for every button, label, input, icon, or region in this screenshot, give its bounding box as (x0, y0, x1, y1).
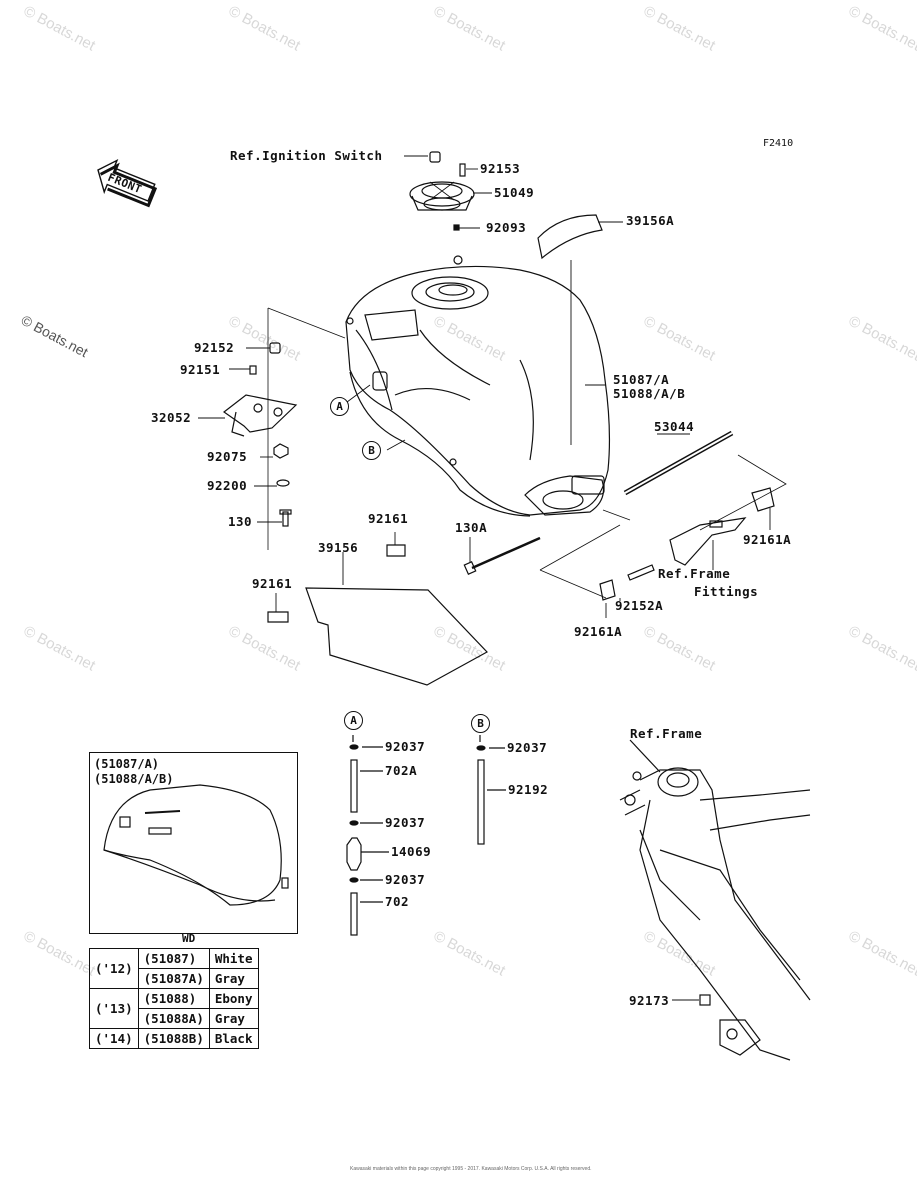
callout-51049: 51049 (494, 185, 535, 200)
callout-92093: 92093 (486, 220, 527, 235)
color-cell: White (208, 948, 259, 969)
marker-b-hose: B (471, 714, 490, 733)
callout-92161-top: 92161 (368, 511, 409, 526)
hose-a-92037-2: 92037 (385, 815, 426, 830)
inset-tank (103, 784, 289, 906)
hose-b-92037: 92037 (507, 740, 548, 755)
callout-92151: 92151 (180, 362, 221, 377)
bracket-assembly (222, 342, 298, 527)
frame-drawing (619, 739, 811, 1061)
callout-39156: 39156 (318, 540, 359, 555)
hose-a-parts (346, 735, 389, 936)
color-cell: Ebony (208, 988, 259, 1009)
tank-variant-inset: (51087/A) (51088/A/B) (89, 752, 298, 934)
hose-a-92037-1: 92037 (385, 739, 426, 754)
callout-51087a: 51087/A (613, 372, 670, 387)
callout-ref-frame-fittings: Ref.Frame (658, 566, 731, 581)
callout-92161a-bottom: 92161A (574, 624, 623, 639)
callout-51088ab: 51088/A/B (613, 386, 686, 401)
inset-line-2: (51088/A/B) (94, 772, 174, 786)
callout-ignition-switch: Ref.Ignition Switch (230, 148, 383, 163)
callout-92161-left: 92161 (252, 576, 293, 591)
hose-a-702: 702 (385, 894, 410, 909)
hose-a-702a: 702A (385, 763, 418, 778)
fuel-cap (409, 151, 475, 231)
callout-ref-frame-fittings-2: Fittings (694, 584, 759, 599)
year-cell: ('14) (89, 1028, 139, 1049)
callout-92075: 92075 (207, 449, 248, 464)
callout-39156a: 39156A (626, 213, 675, 228)
pad-92161-left (267, 611, 289, 623)
code-cell: (51087) (137, 948, 210, 969)
code-cell: (51088B) (137, 1028, 210, 1049)
front-arrow-icon (97, 158, 158, 208)
callout-53044: 53044 (654, 419, 695, 434)
pad-39156 (305, 587, 488, 686)
year-cell: ('13) (89, 988, 139, 1029)
table-row: ('14) (51088B) Black (89, 1028, 259, 1049)
wd-title: WD (182, 932, 196, 945)
table-row: ('12) (51087) White (89, 948, 259, 989)
hose-b-parts (476, 735, 506, 845)
marker-a: A (330, 397, 349, 416)
table-row: (51087A) Gray (90, 968, 259, 989)
callout-32052: 32052 (151, 410, 192, 425)
damper-parts (599, 487, 775, 601)
pad-92161-top (386, 544, 406, 557)
code-cell: (51088A) (137, 1008, 210, 1029)
inset-line-1: (51087/A) (94, 757, 160, 771)
callout-92152a: 92152A (615, 598, 664, 613)
callout-92152: 92152 (194, 340, 235, 355)
color-cell: Gray (208, 1008, 259, 1029)
year-cell: ('12) (89, 948, 139, 989)
bolt-130a (463, 536, 541, 575)
color-cell: Gray (208, 968, 259, 989)
fuel-tank (345, 255, 611, 517)
code-cell: (51087A) (137, 968, 210, 989)
callout-92173: 92173 (629, 993, 670, 1008)
hose-a-92037-3: 92037 (385, 872, 426, 887)
hose-b-92192: 92192 (508, 782, 549, 797)
callout-92153: 92153 (480, 161, 521, 176)
callout-92161a-right: 92161A (743, 532, 792, 547)
callout-130: 130 (228, 514, 253, 529)
code-cell: (51088) (137, 988, 210, 1009)
figure-code: F2410 (763, 138, 794, 149)
callout-92200: 92200 (207, 478, 248, 493)
callout-130a: 130A (455, 520, 488, 535)
marker-a-hose: A (344, 711, 363, 730)
pad-39156a (537, 214, 603, 260)
marker-b: B (362, 441, 381, 460)
copyright-footer: Kawasaki materials within this page copy… (350, 1166, 592, 1172)
wd-color-table: ('12) (51087) White (51087A) Gray ('13) … (89, 948, 259, 1049)
table-row: ('13) (51088) Ebony (89, 988, 259, 1029)
hose-a-14069: 14069 (391, 844, 432, 859)
callout-ref-frame: Ref.Frame (630, 726, 703, 741)
color-cell: Black (208, 1028, 259, 1049)
